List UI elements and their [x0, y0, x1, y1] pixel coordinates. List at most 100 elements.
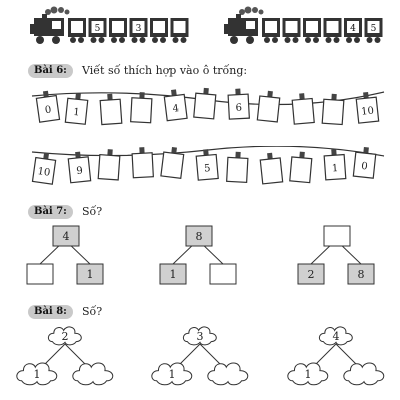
number-card[interactable]: 1 — [64, 92, 89, 125]
train-car-number: 3 — [136, 24, 142, 34]
cloud-node-value: 4 — [333, 330, 340, 343]
cloud-node-right[interactable] — [72, 362, 114, 386]
cloud-node-right[interactable] — [343, 362, 385, 386]
number-card[interactable] — [256, 90, 281, 123]
train-car — [68, 18, 86, 43]
clothespin-icon — [363, 147, 369, 154]
train-car-window — [367, 21, 380, 33]
number-card[interactable]: 1 — [323, 149, 347, 181]
number-card[interactable]: 6 — [227, 88, 250, 120]
clothespin-icon — [171, 147, 177, 154]
cloud-tree: 21 — [16, 326, 114, 386]
cloud-icon — [151, 362, 193, 386]
number-card[interactable] — [321, 93, 345, 126]
number-tree: 41 — [26, 225, 104, 285]
number-card[interactable]: 5 — [195, 149, 219, 181]
card-number: 1 — [73, 107, 80, 119]
number-card[interactable] — [99, 93, 123, 126]
clothespin-icon — [331, 93, 337, 101]
clothespin-icon — [75, 151, 81, 159]
number-card[interactable]: 4 — [163, 88, 188, 122]
number-card[interactable]: 0 — [352, 146, 377, 179]
tree-box-top: 4 — [52, 225, 80, 247]
exercise-6-badge: Bài 6: — [28, 64, 73, 78]
train-car — [282, 18, 301, 43]
exercise-8-badge: Bài 8: — [28, 305, 73, 319]
cloud-icon — [16, 362, 58, 386]
number-card[interactable] — [226, 151, 249, 184]
number-card[interactable]: 10 — [355, 91, 380, 124]
tree-box-value: 1 — [170, 268, 177, 281]
clothespin-icon — [331, 149, 337, 156]
clothespin-icon — [203, 149, 209, 156]
cloud-node-left: 1 — [151, 362, 193, 386]
number-card[interactable]: 9 — [67, 151, 92, 184]
clothespin-icon — [203, 87, 209, 95]
clothespin-icon — [139, 147, 145, 154]
cloud-icon — [47, 326, 82, 346]
tree-box-top[interactable] — [323, 225, 351, 247]
train-car-window — [71, 21, 83, 33]
tree-box-right: 1 — [76, 263, 104, 285]
tree-box-left[interactable] — [26, 263, 54, 285]
number-tree: 81 — [159, 225, 237, 285]
number-card[interactable] — [193, 87, 217, 120]
number-card[interactable]: 10 — [31, 152, 57, 185]
train-car-window — [153, 21, 165, 33]
train-car-window — [285, 21, 298, 33]
tree-box-value: 8 — [358, 268, 365, 281]
cloud-node-value: 1 — [34, 368, 41, 381]
card-number: 6 — [235, 103, 242, 114]
number-card[interactable]: 0 — [35, 90, 61, 123]
train-car — [170, 18, 189, 43]
cloud-node-value: 2 — [62, 330, 69, 343]
cloud-node-right[interactable] — [207, 362, 249, 386]
clothespin-icon — [267, 152, 273, 160]
cloud-icon — [72, 362, 114, 386]
exercise-7-instruction: Số? — [82, 205, 103, 218]
smoke-puffs — [45, 6, 70, 15]
tree-box-value: 2 — [308, 268, 315, 281]
tree-box-right[interactable] — [209, 263, 237, 285]
number-card[interactable] — [289, 151, 313, 184]
tree-box-value: 8 — [196, 230, 203, 243]
cloud-icon — [207, 362, 249, 386]
card-number: 10 — [361, 106, 375, 118]
number-card[interactable] — [131, 147, 154, 179]
train-car-window — [326, 21, 339, 33]
tree-box-value: 4 — [63, 230, 70, 243]
card-number: 10 — [37, 166, 51, 179]
train-car: 5 — [88, 18, 107, 43]
train-car — [323, 18, 342, 43]
number-card[interactable] — [160, 146, 185, 180]
number-card[interactable] — [97, 149, 121, 181]
tree-box-top: 8 — [185, 225, 213, 247]
number-card[interactable] — [291, 93, 315, 125]
train-car: 4 — [344, 18, 362, 43]
train-car — [262, 18, 280, 43]
tree-box-right: 8 — [347, 263, 375, 285]
train-car-window — [112, 21, 124, 33]
exercise-8-instruction: Số? — [82, 305, 103, 318]
clothespin-icon — [42, 90, 49, 98]
exercise-7-badge: Bài 7: — [28, 205, 73, 219]
cloud-node-top: 2 — [47, 326, 82, 346]
train-car-number: 4 — [350, 24, 356, 34]
card-number: 0 — [361, 161, 368, 173]
number-card[interactable] — [259, 152, 284, 185]
clothespin-icon — [363, 91, 369, 99]
card-number: 5 — [204, 163, 211, 175]
tree-box-left: 1 — [159, 263, 187, 285]
card-number: 4 — [172, 103, 180, 115]
train-car: 3 — [129, 18, 148, 43]
train-car — [109, 18, 127, 43]
card-number: 9 — [76, 165, 83, 177]
cloud-node-left: 1 — [16, 362, 58, 386]
number-card[interactable] — [130, 92, 153, 124]
